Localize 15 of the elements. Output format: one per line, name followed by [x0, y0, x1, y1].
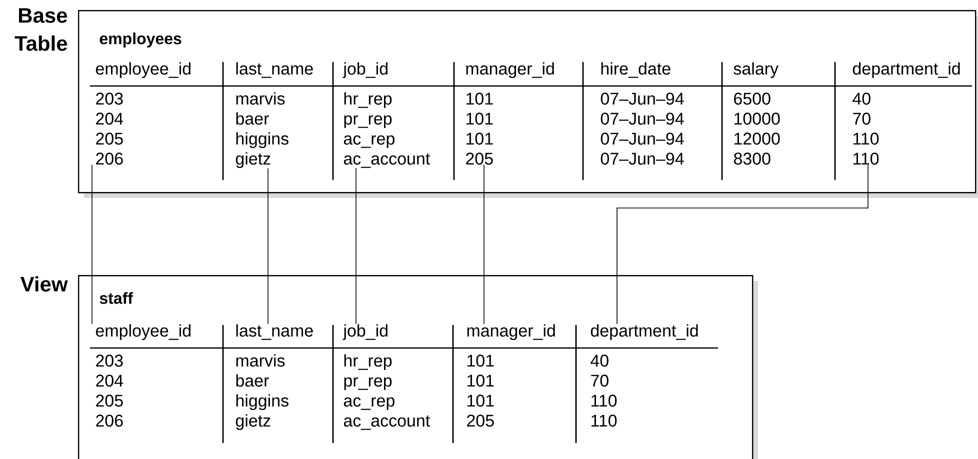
- node-label: Base Table: [14, 8, 68, 51]
- table-column: employee_id 203 204 205 206: [96, 62, 190, 165]
- table-column: salary 6500 10000 12000 8300: [734, 62, 780, 165]
- table-column: manager_id 101 101 101 205: [467, 324, 555, 427]
- table-column: hire_date 07–Jun–94 07–Jun–94 07–Jun–94 07–Jun–94: [600, 62, 684, 165]
- table-column: last_name marvis baer higgins gietz: [236, 324, 313, 430]
- table-column: employee_id 203 204 205 206: [96, 324, 190, 427]
- table-column: job_id hr_rep pr_rep ac_rep ac_account: [342, 62, 430, 168]
- table-column: department_id 40 70 110 110: [852, 62, 960, 165]
- connector-line: [616, 164, 868, 324]
- node-label: View: [20, 276, 68, 292]
- table-column: job_id hr_rep pr_rep ac_rep ac_account: [342, 324, 430, 430]
- table-column: last_name marvis baer higgins gietz: [236, 62, 313, 168]
- table-column: manager_id 101 101 101 205: [466, 62, 554, 165]
- table-column: department_id 40 70 110 110: [590, 324, 698, 427]
